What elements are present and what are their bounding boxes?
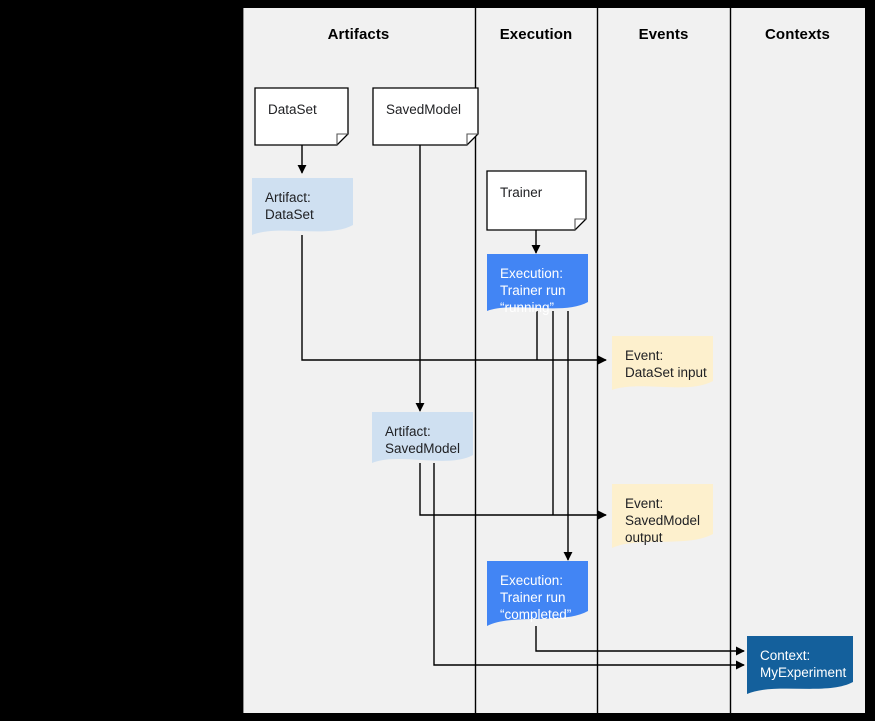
lane-header-contexts: Contexts	[765, 26, 830, 43]
node-shape-event-savedmodel-output	[612, 484, 713, 548]
node-savedmodel-type[interactable]: SavedModel	[373, 88, 478, 145]
lane-header-events: Events	[638, 26, 689, 43]
node-shape-artifact-dataset	[252, 178, 353, 235]
edge-layer	[297, 145, 745, 670]
node-trainer-type[interactable]: Trainer	[487, 171, 586, 230]
node-dataset-type-label: DataSet	[268, 102, 317, 117]
edge-execution-completed-to-context	[535, 626, 745, 656]
node-shape-event-dataset-input	[612, 336, 713, 390]
node-event-dataset-input-label: Event: DataSet input	[625, 348, 707, 380]
node-trainer-type-label: Trainer	[500, 185, 543, 200]
node-context-myexperiment-label: Context: MyExperiment	[760, 648, 847, 680]
edge-artifact-dataset-to-event	[301, 235, 607, 365]
lane-header-execution: Execution	[499, 26, 573, 43]
node-context-myexperiment[interactable]: Context: MyExperiment	[747, 636, 853, 694]
node-shape-execution-running	[487, 254, 588, 311]
node-execution-completed-label: Execution: Trainer run “completed”	[500, 573, 572, 622]
node-artifact-dataset[interactable]: Artifact: DataSet	[252, 178, 353, 235]
node-shape-context-myexperiment	[747, 636, 853, 694]
diagram-canvas: Artifacts Execution Events Contexts	[242, 8, 865, 713]
lane-header-artifacts: Artifacts	[327, 26, 390, 43]
node-shape-artifact-savedmodel	[372, 412, 473, 463]
node-artifact-savedmodel-label: Artifact: SavedModel	[385, 424, 461, 456]
node-savedmodel-type-label: SavedModel	[386, 102, 462, 117]
node-execution-running-label: Execution: Trainer run “running”	[500, 266, 566, 315]
node-execution-completed[interactable]: Execution: Trainer run “completed”	[487, 561, 588, 626]
node-dataset-type[interactable]: DataSet	[255, 88, 348, 145]
node-shape-savedmodel-type	[372, 87, 479, 146]
node-shape-trainer-type	[486, 170, 587, 231]
node-execution-running[interactable]: Execution: Trainer run “running”	[487, 254, 588, 315]
node-event-dataset-input[interactable]: Event: DataSet input	[612, 336, 713, 390]
node-artifact-dataset-label: Artifact: DataSet	[265, 190, 314, 222]
edge-artifact-savedmodel-to-event-output	[419, 463, 607, 520]
diagram-graphics	[242, 8, 853, 713]
node-shape-dataset-type	[254, 87, 349, 146]
node-event-savedmodel-output[interactable]: Event: SavedModel output	[612, 484, 713, 548]
node-shape-execution-completed	[487, 561, 588, 626]
node-event-savedmodel-output-label: Event: SavedModel output	[625, 496, 701, 545]
edge-artifact-savedmodel-to-context	[433, 463, 745, 670]
node-artifact-savedmodel[interactable]: Artifact: SavedModel	[372, 412, 473, 463]
